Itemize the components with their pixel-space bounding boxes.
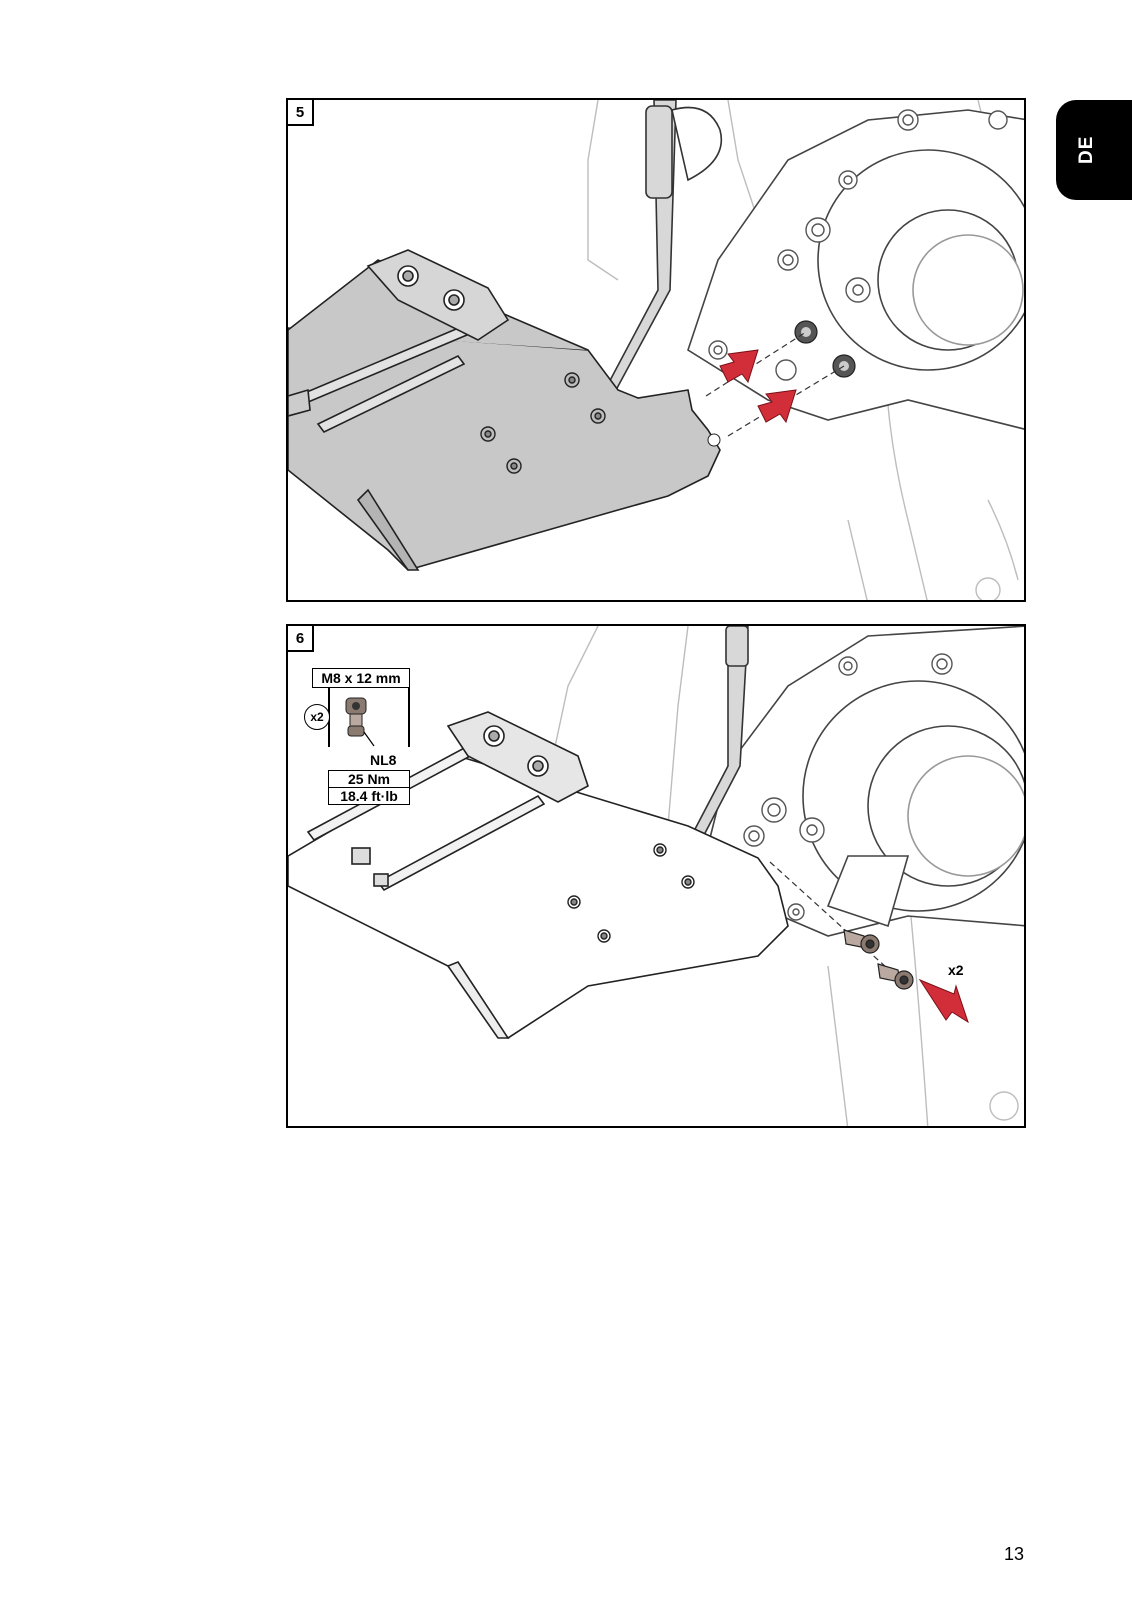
step-number: 6 <box>288 626 314 652</box>
step-5-drawing <box>288 100 1026 602</box>
page-number: 13 <box>1004 1544 1024 1565</box>
insertion-arrow-icon <box>920 980 968 1022</box>
nut-label: NL8 <box>370 752 396 768</box>
screw-icon <box>340 696 380 756</box>
language-tab[interactable]: DE <box>1056 100 1132 200</box>
step-6-illustration: 6 <box>286 624 1026 1128</box>
screw-icon <box>844 930 913 989</box>
fastener-spec: M8 x 12 mm x2 NL8 25 Nm 18.4 ft·lb <box>312 668 448 792</box>
language-tab-label: DE <box>1076 136 1098 164</box>
arrow-quantity: x2 <box>948 962 964 978</box>
torque-ftlb: 18.4 ft·lb <box>328 787 410 805</box>
screw-size: M8 x 12 mm <box>312 668 410 688</box>
step-5-illustration: 5 <box>286 98 1026 602</box>
step-number: 5 <box>288 100 314 126</box>
quantity-badge: x2 <box>304 704 330 730</box>
torque-nm: 25 Nm <box>328 770 410 788</box>
